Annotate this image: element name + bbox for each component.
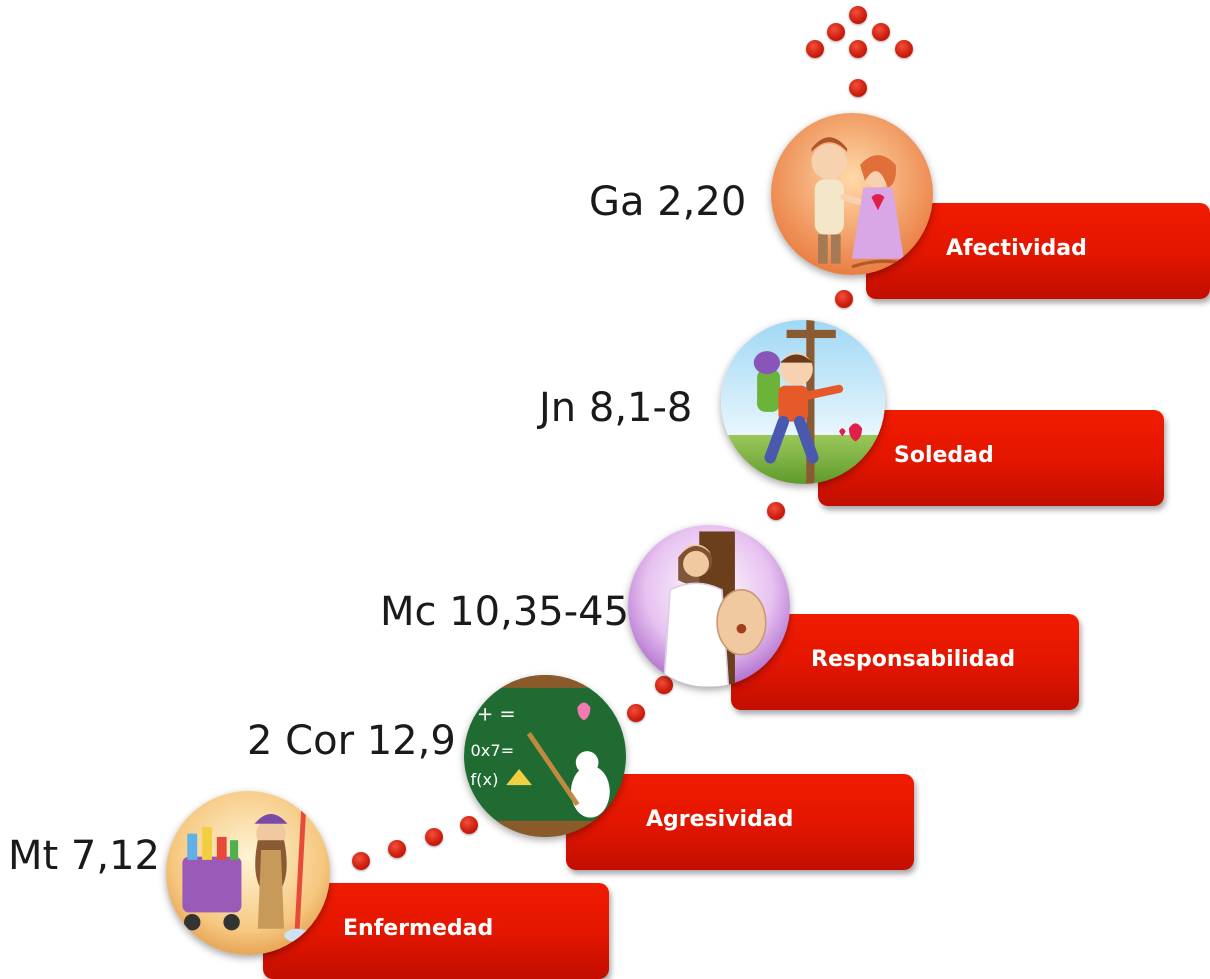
path-dot (849, 6, 867, 24)
svg-text:f(x): f(x) (470, 770, 498, 789)
path-dot (827, 23, 845, 41)
hiker-with-cross-icon (721, 320, 885, 484)
jesus-open-hand-icon (628, 525, 790, 687)
path-dot (627, 704, 645, 722)
path-dot (767, 502, 785, 520)
path-dot (425, 828, 443, 846)
svg-text:+ =: + = (477, 702, 516, 725)
scripture-reference: Ga 2,20 (589, 179, 747, 225)
svg-text:0x7=: 0x7= (470, 741, 514, 760)
scripture-reference: 2 Cor 12,9 (247, 718, 456, 764)
step-label-box: Agresividad (566, 774, 914, 870)
path-dot (872, 23, 890, 41)
path-dot (352, 852, 370, 870)
scripture-reference: Mt 7,12 (8, 833, 160, 879)
scripture-reference: Jn 8,1-8 (539, 385, 693, 431)
cleaning-cart-character-icon (166, 791, 330, 955)
step-label-box: Responsabilidad (731, 614, 1079, 710)
step-label: Agresividad (646, 807, 794, 832)
scripture-reference: Mc 10,35-45 (380, 589, 630, 635)
step-label: Afectividad (946, 236, 1087, 261)
step-label: Enfermedad (343, 916, 494, 941)
chalkboard-dove-icon: + = 0x7= f(x) (464, 675, 626, 837)
path-dot (849, 40, 867, 58)
step-label: Soledad (894, 443, 994, 468)
path-dot (388, 840, 406, 858)
path-dot (460, 816, 478, 834)
path-dot (806, 40, 824, 58)
path-dot (895, 40, 913, 58)
path-dot (849, 79, 867, 97)
couple-with-heart-icon (771, 113, 933, 275)
path-dot (835, 290, 853, 308)
path-dot (655, 676, 673, 694)
step-label: Responsabilidad (811, 647, 1016, 672)
